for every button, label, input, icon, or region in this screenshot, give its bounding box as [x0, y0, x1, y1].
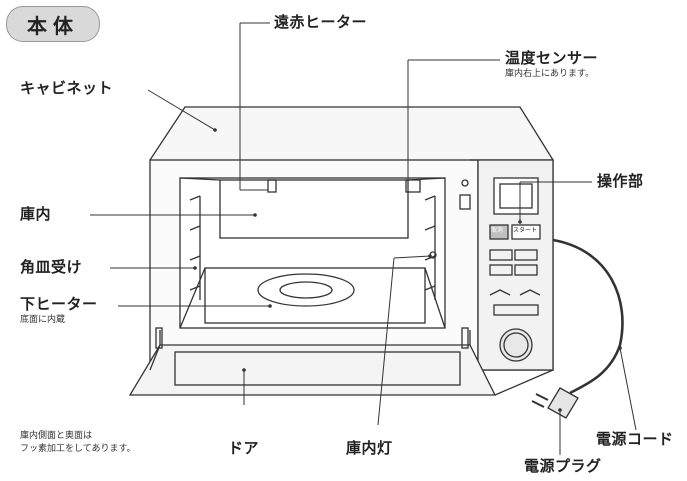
start-button-shape — [511, 224, 541, 240]
label-tray-holder: 角皿受け — [20, 258, 83, 276]
label-control-panel: 操作部 — [597, 172, 644, 190]
oven-cavity — [179, 177, 446, 329]
label-coating-note-2: フッ素加工をしてあります。 — [20, 444, 136, 454]
power-cord-shape — [552, 238, 624, 395]
label-interior-light: 庫内灯 — [346, 439, 393, 457]
cancel-button-shape — [489, 224, 509, 240]
label-power-plug: 電源プラグ — [524, 457, 602, 475]
label-bottom-heater-note: 底面に内蔵 — [20, 315, 66, 325]
power-plug-shape — [547, 387, 579, 419]
label-bottom-heater: 下ヒーター — [20, 295, 98, 313]
start-button-label: スタート — [513, 227, 538, 234]
far-infrared-heater-shape — [267, 179, 277, 193]
label-coating-note-1: 庫内側面と奥面は — [20, 431, 93, 441]
label-interior: 庫内 — [20, 205, 52, 223]
label-far-infrared-heater: 遠赤ヒーター — [274, 13, 368, 31]
cabinet-top — [149, 106, 554, 161]
tray-holder-right — [424, 195, 436, 291]
label-cabinet: キャビネット — [20, 79, 114, 97]
title-badge: 本体 — [6, 6, 100, 42]
tray-holder-left — [189, 195, 201, 291]
label-temp-sensor: 温度センサー — [505, 49, 599, 67]
label-power-cord: 電源コード — [596, 430, 674, 448]
temp-sensor-shape — [405, 179, 421, 193]
cancel-button-label: 取消 — [491, 227, 504, 234]
dial-shape — [499, 328, 533, 362]
label-temp-sensor-note: 庫内右上にあります。 — [505, 69, 595, 79]
bottom-heater-shape — [257, 273, 355, 307]
label-door: ドア — [228, 439, 260, 457]
